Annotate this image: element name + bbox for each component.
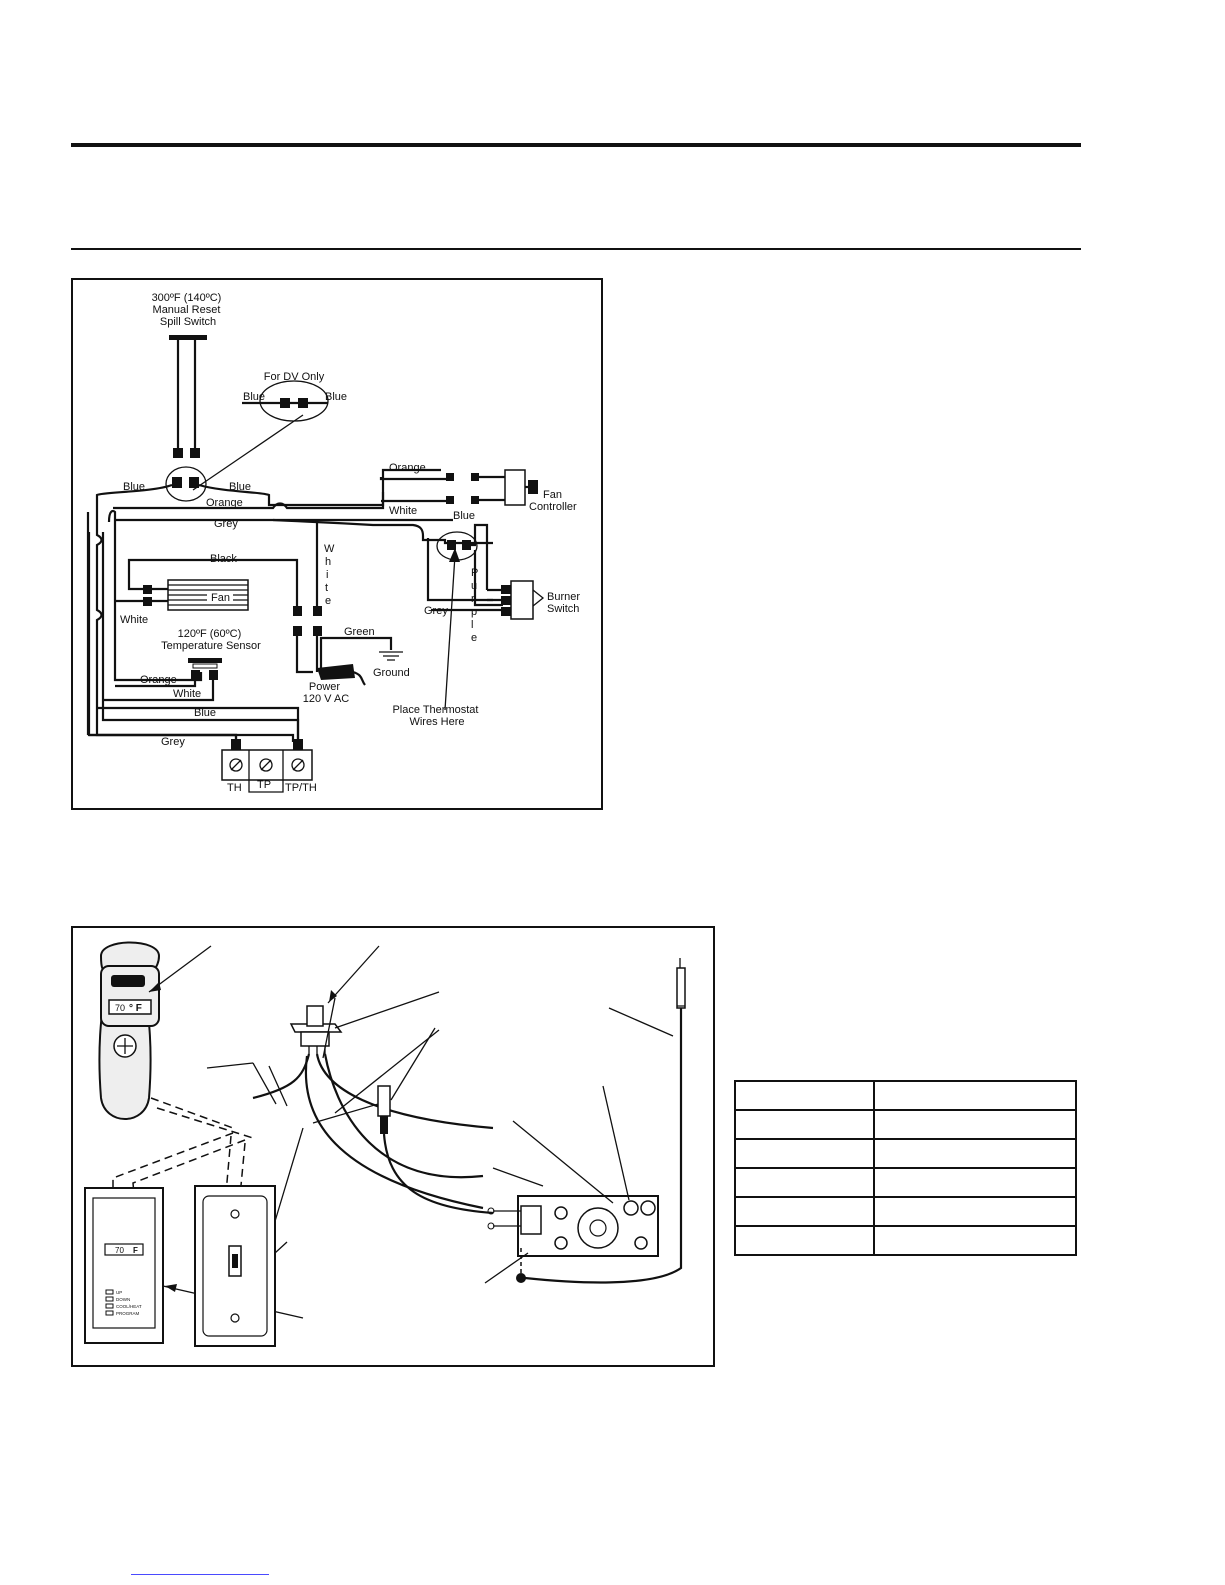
spill-switch-body [169, 335, 207, 340]
header-rule-top [71, 143, 1081, 147]
table-cell [873, 1109, 1077, 1140]
wiring-diagram: 300ºF (140ºC) Manual Reset Spill Switch … [86, 292, 583, 794]
remote-logo [111, 975, 145, 987]
ground-label: Ground [373, 667, 410, 679]
burner-switch-box [510, 580, 534, 620]
dv-only-circle [259, 380, 329, 422]
table-cell [873, 1225, 1077, 1256]
thermostat-down-button[interactable] [105, 1296, 114, 1302]
table-cell [734, 1109, 875, 1140]
table-cell [873, 1196, 1077, 1227]
temperature-sensor-label: 120ºF (60ºC) Temperature Sensor [161, 628, 261, 652]
screw-icon [230, 1313, 240, 1323]
blue-left-label: Blue [123, 481, 145, 493]
screw-icon [259, 758, 273, 772]
thermostat-program-label: PROGRAM [116, 1311, 140, 1316]
orange-main-label: Orange [206, 497, 243, 509]
table-cell [873, 1138, 1077, 1169]
thermostat-coolheat-label: COOL/HEAT [116, 1304, 142, 1309]
gas-valve-knob[interactable] [577, 1207, 619, 1249]
thermostat-coolheat-button[interactable] [105, 1303, 114, 1309]
orange-fan-label: Orange [389, 462, 426, 474]
leader-arrow-icon [329, 990, 337, 1002]
screw-icon [229, 758, 243, 772]
wall-thermostat-temp: 70 [115, 1246, 124, 1255]
table-cell [873, 1080, 1077, 1111]
thermostat-arrow-icon [449, 548, 460, 562]
fan-label: Fan [211, 592, 230, 604]
components-diagram-panel: 70 ° F 70 F UP DOWN [71, 926, 715, 1367]
wall-thermostat-unit: F [133, 1246, 138, 1255]
green-label: Green [344, 626, 375, 638]
thermostat-note-label: Place Thermostat Wires Here [392, 704, 481, 728]
thermopile [676, 967, 686, 1009]
terminal-th-label: TH [227, 782, 242, 794]
remote-display-temp: 70 [115, 1003, 125, 1013]
grey-main-label: Grey [214, 518, 238, 530]
screw-icon [291, 758, 305, 772]
blue-thermostat-label: Blue [453, 510, 475, 522]
header-rule-bottom [71, 248, 1081, 250]
leader-arrow-icon [165, 1284, 177, 1292]
screw-icon [230, 1209, 240, 1219]
table-cell [873, 1167, 1077, 1198]
white-sensor-label: White [173, 688, 201, 700]
legend-table [734, 1080, 1077, 1256]
terminal-block [221, 749, 313, 781]
fan-controller-box [504, 469, 526, 506]
thermostat-up-label: UP [116, 1290, 122, 1295]
remote-display [108, 999, 152, 1015]
wiring-diagram-panel: 300ºF (140ºC) Manual Reset Spill Switch … [71, 278, 603, 810]
dv-blue-right-label: Blue [325, 391, 347, 403]
blue-terminal-label: Blue [194, 707, 216, 719]
white-fan-label: White [389, 505, 417, 517]
dv-blue-left-label: Blue [243, 391, 265, 403]
leader-arrow-icon [149, 982, 161, 992]
orange-sensor-label: Orange [140, 674, 177, 686]
grey-terminal-label: Grey [161, 736, 185, 748]
remote-display-unit: ° F [129, 1003, 142, 1014]
dv-only-label: For DV Only [264, 371, 325, 383]
terminal-tp-label: TP [257, 779, 271, 791]
thermostat-up-button[interactable] [105, 1289, 114, 1295]
spill-switch-label: 300ºF (140ºC) Manual Reset Spill Switch [152, 292, 225, 328]
white-fan-motor-label: White [120, 614, 148, 626]
burner-switch-label: Burner Switch [547, 591, 583, 615]
pilot-fitting [516, 1273, 526, 1283]
footer-link[interactable] [131, 1574, 269, 1575]
wall-thermostat-display [104, 1243, 144, 1256]
grey-burner-label: Grey [424, 605, 448, 617]
table-cell [734, 1080, 875, 1111]
thermostat-down-label: DOWN [116, 1297, 130, 1302]
terminal-tpth-label: TP/TH [285, 782, 317, 794]
table-cell [734, 1196, 875, 1227]
spill-junction-ellipse [165, 466, 207, 502]
table-cell [734, 1167, 875, 1198]
components-diagram: 70 ° F 70 F UP DOWN [84, 941, 686, 1347]
ground-icon [379, 651, 403, 661]
power-label: Power 120 V AC [303, 681, 350, 705]
blue-right-label: Blue [229, 481, 251, 493]
fan-controller-label: Fan Controller [529, 489, 577, 513]
flame-sensor [377, 1085, 391, 1117]
table-cell [734, 1225, 875, 1256]
black-label: Black [210, 553, 237, 565]
thermostat-program-button[interactable] [105, 1310, 114, 1316]
power-cord [317, 664, 355, 680]
table-cell [734, 1138, 875, 1169]
